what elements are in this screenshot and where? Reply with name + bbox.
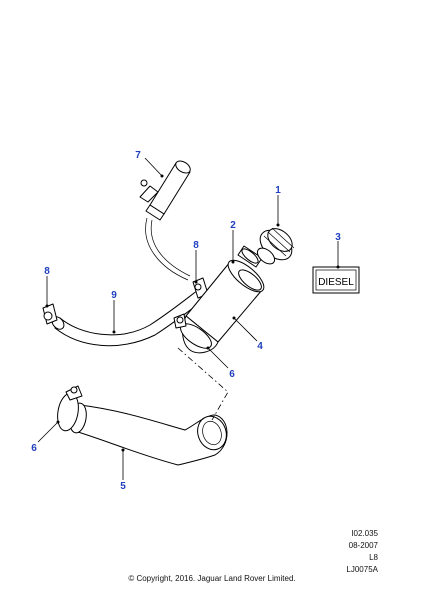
- diesel-label-text: DIESEL: [318, 277, 354, 288]
- info-ref: I02.035: [351, 529, 378, 538]
- callout-2: 2: [230, 220, 236, 231]
- fuel-cap-part-1: [256, 227, 295, 265]
- callout-4: 4: [257, 341, 263, 352]
- callout-5: 5: [120, 481, 126, 492]
- alignment-line: [177, 347, 229, 421]
- info-model: L8: [369, 553, 378, 562]
- breather-hose-part-7: [139, 160, 191, 281]
- diesel-label-part-3: DIESEL: [312, 266, 360, 294]
- callout-8-left: 8: [44, 266, 50, 277]
- callout-3: 3: [335, 232, 341, 243]
- main-hose-part-5: [57, 385, 228, 466]
- callout-1: 1: [275, 185, 281, 196]
- copyright-notice: © Copyright, 2016. Jaguar Land Rover Lim…: [128, 574, 296, 583]
- callout-6-upper: 6: [229, 369, 235, 380]
- info-date: 08-2007: [348, 541, 378, 550]
- callout-9: 9: [111, 290, 117, 301]
- callout-8-right: 8: [193, 240, 199, 251]
- callout-7: 7: [135, 150, 141, 161]
- filler-neck-part-4: [173, 245, 265, 354]
- callout-6-lower: 6: [31, 443, 37, 454]
- leader-lines: [37, 157, 340, 480]
- info-code: LJ0075A: [346, 565, 378, 574]
